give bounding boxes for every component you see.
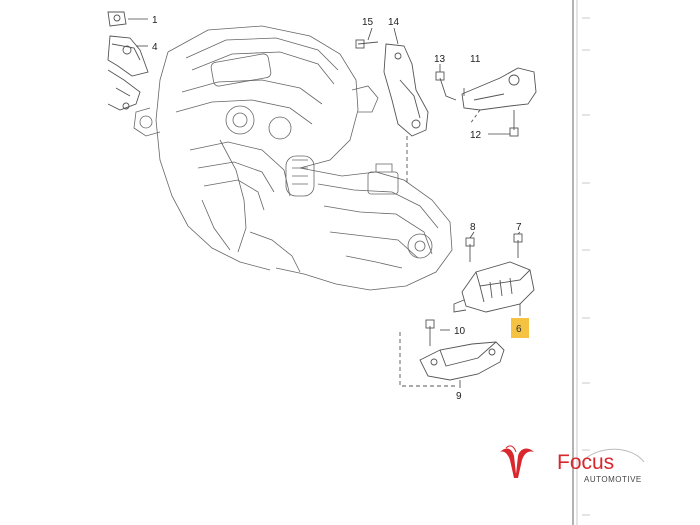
left-bracket-drawing xyxy=(107,11,149,111)
callout-1: 1 xyxy=(152,15,158,26)
brand-logo: Focus AUTOMOTIVE xyxy=(500,445,645,484)
callout-6-highlight xyxy=(511,318,529,338)
callout-8: 8 xyxy=(470,222,476,233)
logo-car-swoosh-icon xyxy=(581,448,645,463)
callout-labels: 1 4 15 14 13 11 12 8 7 10 9 6 xyxy=(152,15,529,402)
callout-13: 13 xyxy=(434,54,446,65)
logo-subtitle: AUTOMOTIVE xyxy=(584,475,642,484)
callout-9: 9 xyxy=(456,391,462,402)
mount-6-drawing xyxy=(453,233,535,313)
callout-10: 10 xyxy=(454,326,466,337)
bracket-14-drawing xyxy=(355,39,429,182)
logo-wordmark: Focus xyxy=(557,451,614,474)
leader-lines xyxy=(128,18,521,388)
callout-15: 15 xyxy=(362,17,374,28)
strut-11-drawing xyxy=(435,67,537,137)
callout-11: 11 xyxy=(470,54,481,65)
callout-6: 6 xyxy=(516,324,522,335)
callout-12: 12 xyxy=(470,130,482,141)
callout-4: 4 xyxy=(152,42,158,53)
callout-14: 14 xyxy=(388,17,400,28)
page-edge xyxy=(572,0,590,525)
engine-drawing xyxy=(133,25,453,291)
callout-7: 7 xyxy=(516,222,522,233)
mount-9-drawing xyxy=(399,319,505,387)
logo-emblem-icon xyxy=(500,448,534,478)
